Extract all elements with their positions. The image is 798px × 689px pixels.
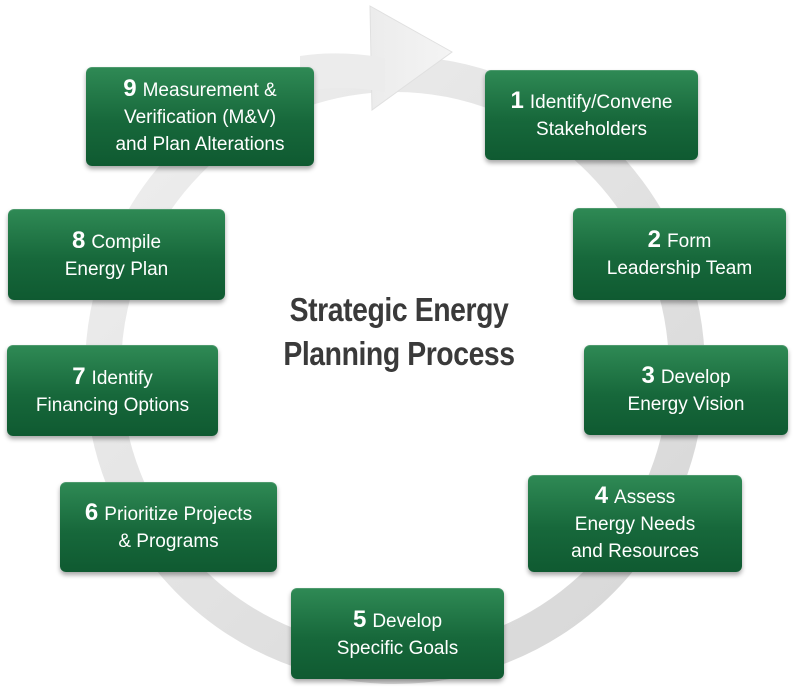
step-7-number: 7: [72, 362, 86, 390]
step-7-label: Identify: [91, 367, 153, 389]
step-7-line-2: Financing Options: [35, 394, 190, 416]
diagram-title-line-2: Planning Process: [283, 335, 515, 372]
step-4-label: Assess: [614, 487, 676, 508]
step-1-number: 1: [510, 87, 524, 114]
diagram-title-line-1: Strategic Energy: [289, 291, 509, 328]
step-3-label: Develop: [660, 367, 731, 388]
step-3-number: 3: [641, 362, 655, 389]
step-6-number: 6: [84, 499, 99, 526]
step-2-number: 2: [647, 226, 662, 253]
step-8-number: 8: [71, 226, 86, 254]
step-5-line-2: Specific Goals: [336, 637, 459, 659]
step-5-label: Develop: [372, 610, 443, 632]
step-9-line-3: and Plan Alterations: [115, 134, 285, 155]
step-6-label: Prioritize Projects: [104, 504, 253, 525]
step-2-line-2: Leadership Team: [606, 258, 753, 279]
step-6-line-2: & Programs: [118, 531, 219, 552]
step-3-line-2: Energy Vision: [627, 394, 745, 415]
step-8-line-2: Energy Plan: [64, 258, 169, 280]
step-4-number: 4: [594, 482, 609, 509]
step-1-line-2: Stakeholders: [536, 119, 647, 140]
step-4-line-2: Energy Needs: [574, 514, 696, 535]
step-8-label: Compile: [91, 231, 162, 253]
step-2-label: Form: [667, 231, 712, 252]
step-9-line-2: Verification (M&V): [123, 107, 277, 128]
step-5-number: 5: [352, 605, 367, 633]
step-1-label: Identify/Convene: [529, 92, 673, 113]
step-9-label: Measurement &: [142, 80, 277, 101]
cycle-arrow-shaft: [300, 53, 385, 92]
diagram-title: Strategic Energy Planning Process: [271, 288, 527, 376]
step-4-line-3: and Resources: [571, 541, 699, 562]
step-9-number: 9: [123, 75, 137, 102]
